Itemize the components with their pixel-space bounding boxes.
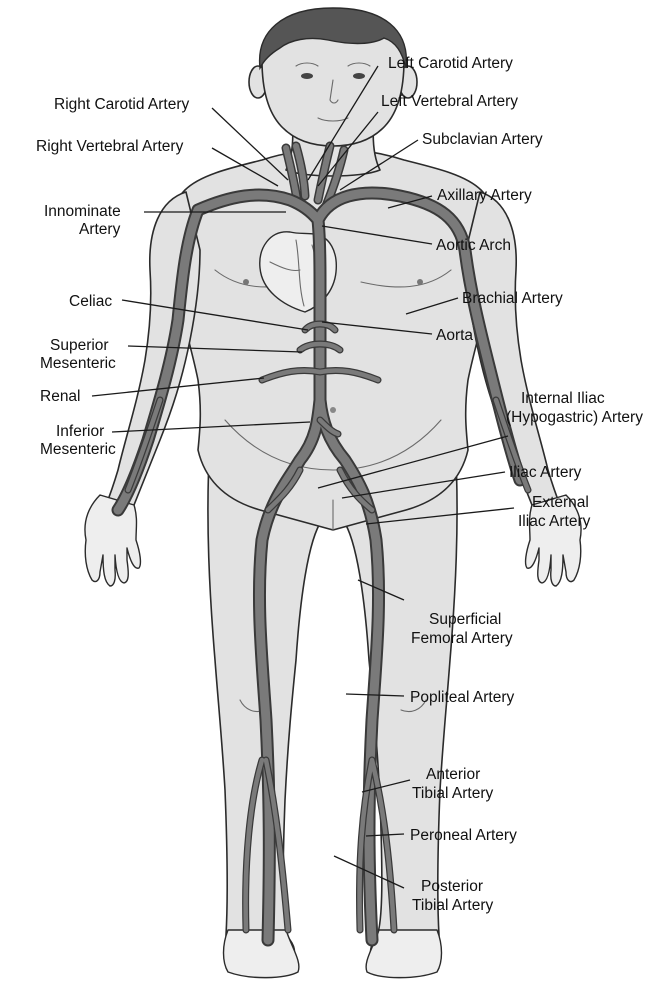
label-anterior-tibial-artery-line1: Anterior (426, 766, 480, 783)
label-superior-mesenteric-line2: Mesenteric (40, 355, 116, 372)
label-innominate-artery: Innominate Artery (44, 203, 125, 238)
label-iliac-artery: Iliac Artery (509, 464, 582, 481)
label-superficial-femoral-artery-line1: Superficial (429, 611, 501, 628)
label-superior-mesenteric-line1: Superior (50, 337, 109, 354)
label-posterior-tibial-artery-line1: Posterior (421, 878, 483, 895)
label-inferior-mesenteric-line2: Mesenteric (40, 441, 116, 458)
label-aorta: Aorta (436, 327, 473, 344)
label-internal-iliac-artery-line1: Internal Iliac (521, 390, 605, 407)
label-posterior-tibial-artery-line2: Tibial Artery (412, 897, 494, 914)
right-foot (224, 930, 299, 978)
label-right-vertebral-artery: Right Vertebral Artery (36, 138, 184, 155)
label-aortic-arch: Aortic Arch (436, 237, 511, 254)
label-axillary-artery: Axillary Artery (437, 187, 532, 204)
label-external-iliac-artery-line1: External (532, 494, 589, 511)
label-celiac: Celiac (69, 293, 112, 310)
label-left-carotid-artery: Left Carotid Artery (388, 55, 513, 72)
label-innominate-artery-line1: Innominate (44, 203, 121, 220)
label-left-vertebral-artery: Left Vertebral Artery (381, 93, 518, 110)
arterial-tree (118, 146, 528, 940)
label-superior-mesenteric: Superior Mesenteric (40, 337, 116, 372)
label-inferior-mesenteric: Inferior Mesenteric (40, 423, 116, 458)
label-superficial-femoral-artery-line2: Femoral Artery (411, 630, 513, 647)
label-renal: Renal (40, 388, 81, 405)
label-right-carotid-artery: Right Carotid Artery (54, 96, 189, 113)
label-innominate-artery-line2: Artery (79, 221, 121, 238)
label-internal-iliac-artery-line2: (Hypogastric) Artery (506, 409, 643, 426)
label-inferior-mesenteric-line1: Inferior (56, 423, 104, 440)
label-external-iliac-artery-line2: Iliac Artery (518, 513, 591, 530)
label-popliteal-artery: Popliteal Artery (410, 689, 514, 706)
label-subclavian-artery: Subclavian Artery (422, 131, 543, 148)
label-brachial-artery: Brachial Artery (462, 290, 563, 307)
label-peroneal-artery: Peroneal Artery (410, 827, 517, 844)
label-anterior-tibial-artery-line2: Tibial Artery (412, 785, 494, 802)
